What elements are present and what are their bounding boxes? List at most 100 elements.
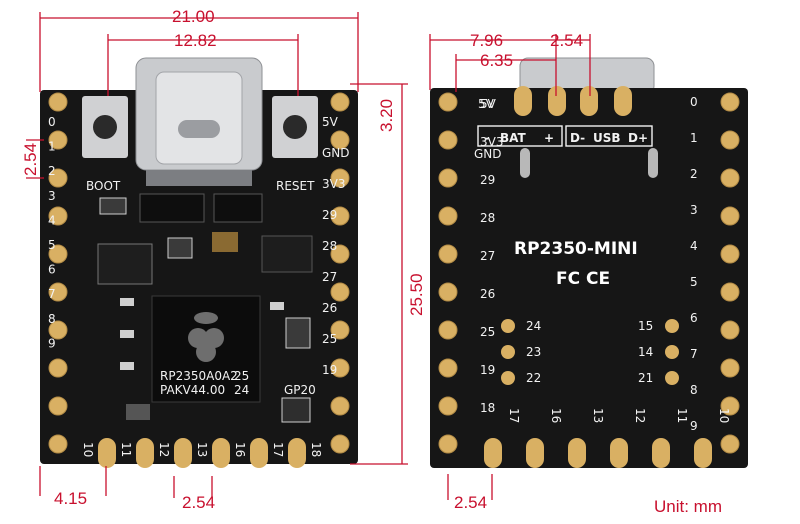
pin-label: 3 — [690, 203, 698, 217]
pad — [330, 244, 350, 264]
pad — [720, 358, 740, 378]
pad — [48, 206, 68, 226]
pin-label: 11 — [119, 442, 133, 457]
pad — [720, 130, 740, 150]
pin-label: 26 — [480, 287, 495, 301]
pad — [438, 130, 458, 150]
pad — [48, 320, 68, 340]
pin-label: 22 — [526, 371, 541, 385]
d-plus-label: D+ — [628, 131, 648, 145]
pin-label: 7 — [690, 347, 698, 361]
usb-c-connector — [135, 57, 263, 186]
pad — [48, 168, 68, 188]
front-components — [97, 193, 313, 423]
usb-box — [565, 125, 653, 147]
pad — [720, 92, 740, 112]
bat-plus: + — [544, 131, 554, 145]
pin-label: 10 — [81, 442, 95, 457]
pin-label: 2 — [690, 167, 698, 181]
pad — [720, 396, 740, 416]
pin-label: 19 — [480, 363, 495, 377]
pad — [720, 434, 740, 454]
pin-label: 28 — [322, 239, 337, 253]
pin-label: 5 — [48, 238, 56, 252]
front-left-pads — [48, 92, 68, 454]
dim-pitch: 2.54 — [21, 143, 40, 176]
pad — [438, 320, 458, 340]
pad — [330, 92, 350, 112]
pin-label: 18 — [480, 401, 495, 415]
pin-label: 27 — [480, 249, 495, 263]
d-minus-label: D- — [570, 131, 585, 145]
pin-label: 3V3 — [480, 135, 503, 149]
pin-label: 5V — [480, 97, 497, 111]
pad — [720, 320, 740, 340]
pad — [98, 438, 116, 468]
pad — [438, 434, 458, 454]
pin-label: 12 — [633, 408, 647, 423]
pin-label: 0 — [48, 115, 56, 129]
pin-label: 11 — [675, 408, 689, 423]
pad — [438, 358, 458, 378]
dim-height: 25.50 — [407, 273, 426, 316]
pad — [330, 282, 350, 302]
pin-label: 6 — [690, 311, 698, 325]
pad — [438, 282, 458, 302]
dim-offset-c: 6.35 — [480, 51, 513, 70]
pin-label: 9 — [48, 336, 56, 350]
pad — [250, 438, 268, 468]
pad — [330, 358, 350, 378]
back-bottom-pads — [484, 438, 712, 468]
gp20-label: GP20 — [284, 383, 316, 397]
pin-label: 29 — [480, 173, 495, 187]
back-5v-top-label: 5V — [478, 97, 495, 111]
bat-box — [477, 125, 563, 147]
reset-button — [272, 96, 318, 158]
dim-offset-b: 2.54 — [550, 31, 583, 50]
pin-label: 18 — [309, 442, 323, 457]
back-gnd-label: GND — [474, 147, 502, 161]
pin-label: 1 — [690, 131, 698, 145]
pin-label: 25 — [322, 332, 337, 346]
dim-bottom-pitch: 2.54 — [182, 493, 215, 512]
pad — [174, 438, 192, 468]
reset-label: RESET — [276, 179, 315, 193]
pin-label: 4 — [48, 213, 56, 227]
boot-button — [82, 96, 128, 158]
pad — [526, 438, 544, 468]
pad — [48, 92, 68, 112]
dim-edge-pitch: 2.54 — [454, 493, 487, 512]
board-title: RP2350-MINI — [514, 239, 638, 259]
pad — [288, 438, 306, 468]
pad — [330, 206, 350, 226]
pin-label: 3V3 — [322, 177, 345, 191]
pin-label: GND — [322, 146, 350, 160]
pad — [438, 396, 458, 416]
front-dimensions: 21.00 12.82 2.54 25.50 3.20 4.15 2.54 — [21, 7, 426, 512]
certification-mark: FC CE — [556, 269, 610, 289]
pad — [48, 244, 68, 264]
pad — [438, 244, 458, 264]
raspberry-pi-logo — [188, 312, 224, 362]
back-top-holes — [514, 86, 658, 178]
front-right-pads — [330, 92, 350, 454]
pin-label: 9 — [690, 419, 698, 433]
pad — [212, 438, 230, 468]
dim-usb-span: 12.82 — [174, 31, 217, 50]
dim-offset-a: 7.96 — [470, 31, 503, 50]
pin-label: 5 — [690, 275, 698, 289]
front-bottom-pads — [98, 438, 306, 468]
pad — [568, 438, 586, 468]
back-dimensions: 7.96 2.54 6.35 2.54 Unit: mm — [429, 31, 722, 516]
pin-label: 15 — [638, 319, 653, 333]
pin-label: 0 — [690, 95, 698, 109]
chip-code2: 24 — [234, 383, 249, 397]
pin-label: 23 — [526, 345, 541, 359]
pin-label: 1 — [48, 140, 56, 154]
pin-label: 16 — [233, 442, 247, 457]
pad — [48, 396, 68, 416]
